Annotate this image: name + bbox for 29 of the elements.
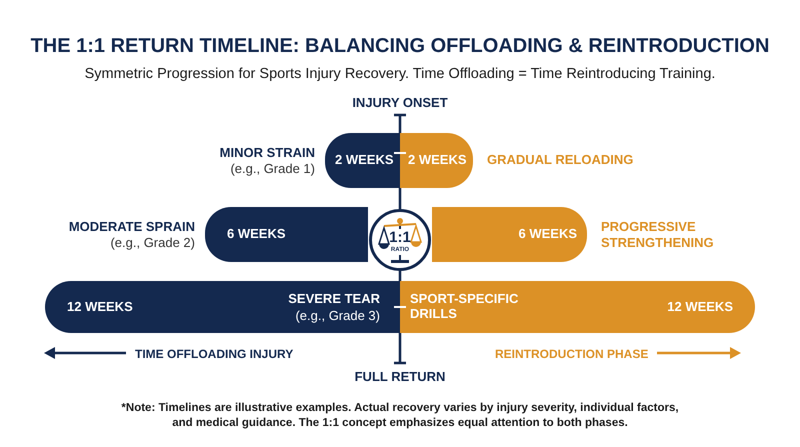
footnote: *Note: Timelines are illustrative examples. Actual recovery varies by injury severity, individual factors, and medical guidance. The 1:1 concept emphasizes equal attention to both phases.	[120, 401, 680, 431]
duration-bar	[325, 133, 400, 188]
axis-label: INJURY ONSET	[351, 95, 449, 110]
subtitle: Symmetric Progression for Sports Injury Recovery. Time Offloading = Time Reintroducing Training.	[84, 66, 716, 82]
phase-name: SPORT-SPECIFIC DRILLS	[410, 291, 520, 321]
injury-name: MODERATE SPRAIN	[68, 219, 195, 234]
injury-example: (e.g., Grade 1)	[230, 161, 315, 176]
injury-name: MINOR STRAIN	[220, 145, 315, 160]
phase-name: GRADUAL RELOADING	[487, 152, 634, 168]
duration-text: 6 WEEKS	[227, 226, 286, 241]
injury-example: (e.g., Grade 3)	[295, 308, 380, 323]
injury-name: SEVERE TEAR	[288, 291, 380, 306]
axis-label: FULL RETURN	[354, 369, 446, 384]
phase-label: TIME OFFLOADING INJURY	[135, 347, 294, 361]
phase-label: REINTRODUCTION PHASE	[495, 347, 648, 361]
duration-text: 12 WEEKS	[67, 299, 133, 314]
phase-name: PROGRESSIVE STRENGTHENING	[601, 219, 711, 251]
duration-bar	[400, 281, 755, 333]
duration-bar	[45, 281, 400, 333]
duration-text: 6 WEEKS	[518, 226, 577, 241]
duration-bar	[432, 207, 587, 262]
duration-bar	[205, 207, 368, 262]
title: THE 1:1 RETURN TIMELINE: BALANCING OFFLOADING & REINTRODUCTION	[30, 35, 770, 58]
duration-bar	[400, 133, 473, 188]
injury-example: (e.g., Grade 2)	[110, 235, 195, 250]
duration-text: 2 WEEKS	[408, 152, 467, 167]
duration-text: 2 WEEKS	[335, 152, 394, 167]
duration-text: 12 WEEKS	[667, 299, 733, 314]
ratio-text: 1:1	[388, 229, 412, 246]
